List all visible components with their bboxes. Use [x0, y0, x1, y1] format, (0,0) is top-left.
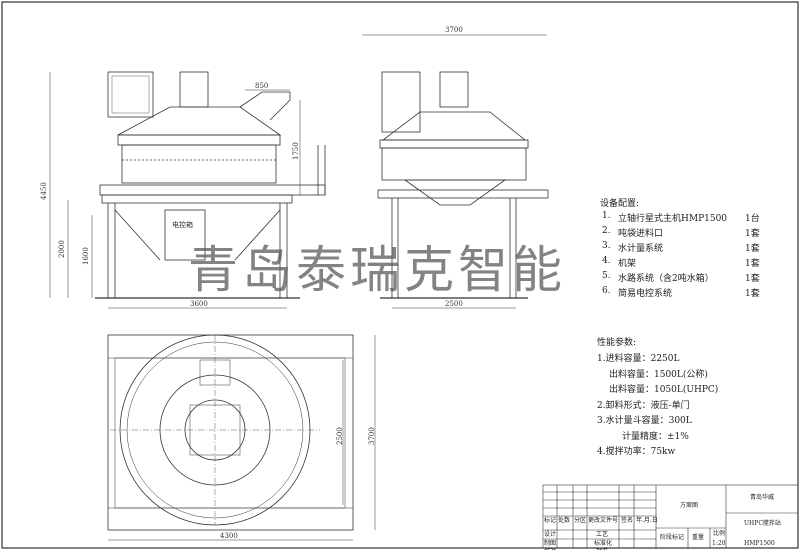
equipment-item-name: 吨袋进料口	[618, 229, 664, 239]
dim-side-base: 2500	[445, 300, 463, 308]
watermark: 青岛泰瑞克智能	[188, 241, 566, 299]
tb-header: 处数	[558, 517, 571, 524]
equipment-item-name: 简易电控系统	[618, 289, 673, 299]
equipment-item-no: 1.	[602, 211, 611, 221]
equipment-title: 设备配置:	[600, 199, 640, 209]
dim-front-leg: 1600	[82, 247, 90, 265]
equipment-item-name: 水路系统（含2吨水箱）	[618, 274, 714, 284]
dim-front-height: 4450	[40, 182, 48, 200]
tb-drawn: 制图	[544, 540, 557, 547]
equipment-item-qty: 1套	[745, 229, 760, 239]
dim-front-frame: 2000	[58, 240, 66, 258]
plan-view	[107, 334, 376, 541]
equipment-item-qty: 1套	[745, 289, 760, 299]
equipment-item-name: 水计量系统	[618, 244, 664, 254]
dim-plan-depth: 3700	[368, 427, 376, 445]
dim-side-width: 3700	[445, 26, 463, 34]
tb-check: 校对	[544, 548, 556, 550]
tb-approve: 批准	[596, 548, 608, 550]
dim-plan-inner: 2500	[336, 427, 344, 445]
tb-weight: 重量	[692, 534, 705, 541]
performance-title: 性能参数:	[597, 338, 637, 348]
performance-line: 2.卸料形式：液压-单门	[597, 400, 690, 411]
performance-line: 计量精度：±1%	[622, 431, 689, 442]
tb-standard: 标准化	[594, 540, 613, 547]
dim-inlet-height: 1750	[292, 142, 300, 160]
performance-line: 出料容量：1500L(公称)	[609, 369, 708, 380]
tb-scale: 1:20	[712, 540, 726, 547]
tb-scale-label: 比例	[713, 530, 726, 537]
tb-code: HMP1500	[744, 540, 775, 547]
tb-header: 分区	[574, 517, 587, 524]
front-view	[49, 71, 326, 309]
equipment-item-qty: 1台	[745, 214, 760, 224]
control-box-label: 电控箱	[172, 221, 193, 229]
equipment-item-no: 3.	[602, 241, 611, 251]
performance-line: 3.水计量斗容量：300L	[597, 416, 692, 426]
equipment-item-no: 2.	[602, 226, 611, 236]
performance-line: 出料容量：1050L(UHPC)	[609, 385, 719, 395]
equipment-item-no: 5.	[602, 271, 611, 281]
tb-header: 年.月.日	[636, 517, 658, 524]
dim-inlet-width: 850	[255, 82, 269, 90]
tb-company: 青岛华威	[750, 494, 775, 501]
tb-process: 工艺	[596, 531, 609, 538]
equipment-item-no: 4.	[602, 256, 611, 266]
equipment-item-name: 机架	[618, 259, 637, 269]
equipment-item-qty: 1套	[745, 259, 760, 269]
side-view	[362, 34, 549, 309]
tb-stage: 阶段标记	[660, 534, 685, 541]
equipment-item-qty: 1套	[745, 244, 760, 254]
performance-line: 1.进料容量：2250L	[597, 354, 680, 364]
tb-header: 标记	[544, 517, 557, 524]
tb-header: 签名	[621, 517, 634, 524]
title-block	[542, 484, 799, 549]
performance-line: 4.搅拌功率：75kw	[597, 447, 676, 457]
tb-product: UHPC搅拌站	[744, 520, 781, 527]
equipment-item-no: 6.	[602, 286, 611, 296]
tb-header: 更改文件号	[588, 517, 619, 524]
equipment-item-name: 立轴行星式主机HMP1500	[618, 214, 728, 224]
tb-drawing-type: 方案图	[680, 502, 699, 509]
dim-plan-width: 4300	[220, 532, 238, 540]
equipment-item-qty: 1套	[745, 274, 760, 284]
dim-front-width: 3600	[190, 300, 208, 308]
tb-design: 设计	[544, 531, 557, 538]
